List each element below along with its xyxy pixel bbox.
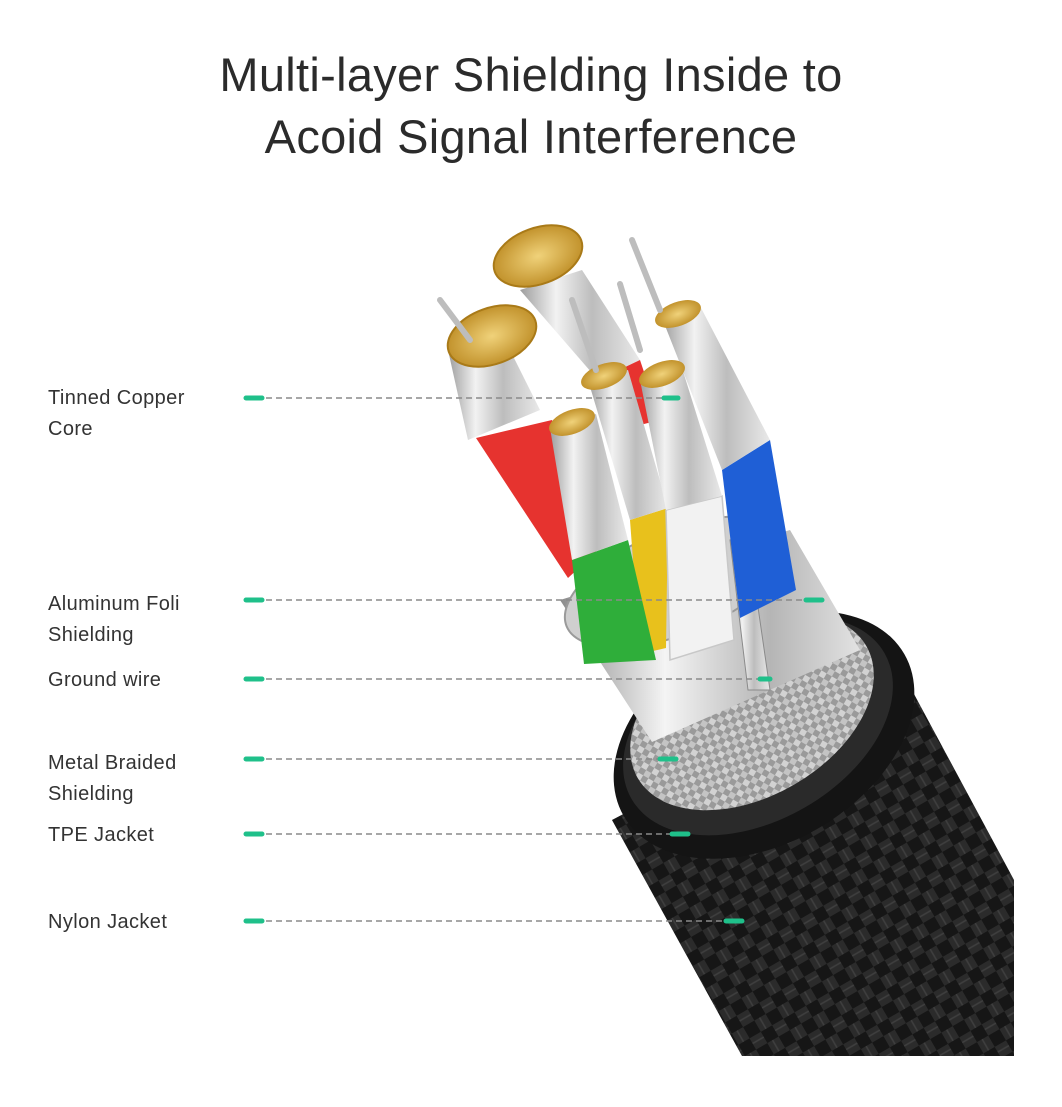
- blue-wire: [655, 300, 796, 618]
- leader-markers: [243, 395, 825, 924]
- nylon-jacket-shape: [612, 668, 1014, 1056]
- label-metal-braided-shielding: Metal Braided Shielding: [48, 752, 177, 805]
- label-tpe-jacket: TPE Jacket: [48, 824, 155, 846]
- label-aluminum-foil-shielding: Aluminum Foli Shielding: [48, 593, 180, 646]
- leader-lines: [266, 397, 810, 922]
- title-line-2: Acoid Signal Interference: [264, 110, 798, 163]
- green-wire: [549, 408, 656, 664]
- page-title: Multi-layer Shielding Inside to Acoid Si…: [0, 44, 1062, 168]
- red-wire: [446, 304, 596, 578]
- label-ground-wire: Ground wire: [48, 669, 162, 691]
- label-tinned-copper-core: Tinned Copper Core: [48, 387, 185, 440]
- loose-strands: [437, 237, 663, 373]
- title-line-1: Multi-layer Shielding Inside to: [219, 48, 843, 101]
- white-wire: [639, 360, 735, 662]
- label-nylon-jacket: Nylon Jacket: [48, 911, 168, 933]
